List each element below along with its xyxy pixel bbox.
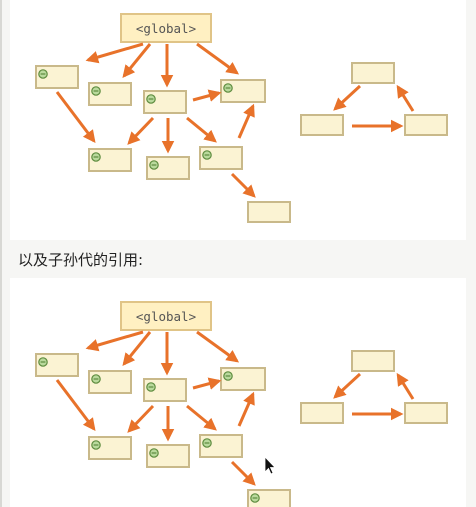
caption-text: 以及子孙代的引用: [18, 251, 144, 269]
bottom-reference-arrow [127, 404, 155, 433]
bottom-object-box-q [300, 402, 344, 424]
top-reference-arrow [196, 42, 240, 75]
bottom-reference-arrow [55, 379, 96, 432]
top-reference-arrow [237, 103, 255, 139]
bottom-reference-arrow [333, 372, 362, 399]
bottom-reference-arrow [230, 460, 256, 486]
top-object-box-p [351, 62, 395, 84]
bottom-global-label: <global> [136, 309, 196, 324]
top-reference-arrow [186, 116, 217, 143]
top-reference-arrow [192, 89, 222, 102]
top-reference-arrow [122, 43, 152, 78]
top-reference-arrow [55, 91, 96, 144]
top-object-box-q [300, 114, 344, 136]
cursor-icon [264, 456, 276, 475]
bottom-object-box-r [404, 402, 448, 424]
bottom-reference-arrow [85, 330, 144, 352]
bottom-reference-arrow [186, 404, 217, 431]
top-reference-arrow [85, 42, 144, 64]
diagram-panel-top [10, 0, 466, 240]
left-divider [0, 0, 2, 507]
bottom-reference-arrow [122, 331, 152, 366]
bottom-reference-arrow [237, 391, 255, 427]
bottom-object-box-p [351, 350, 395, 372]
top-object-box-r [404, 114, 448, 136]
top-reference-arrow [127, 116, 155, 145]
top-reference-arrow [396, 84, 415, 112]
bottom-reference-arrow [196, 330, 240, 363]
top-reference-arrow [333, 84, 362, 111]
bottom-global-node [120, 301, 212, 331]
bottom-graph: <global> [35, 301, 448, 507]
top-object-box-h [247, 201, 291, 223]
top-global-node [120, 13, 212, 43]
bottom-reference-arrow [396, 372, 415, 400]
top-graph: <global> [35, 13, 448, 223]
top-reference-arrow [230, 172, 256, 198]
top-global-label: <global> [136, 21, 196, 36]
bottom-object-box-h [247, 489, 291, 507]
bottom-reference-arrow [192, 377, 222, 390]
